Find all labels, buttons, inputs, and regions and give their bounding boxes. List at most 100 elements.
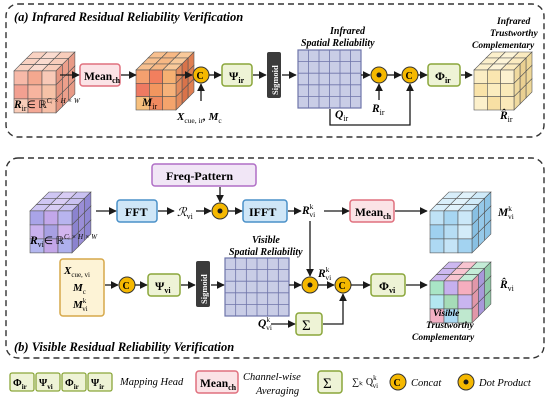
infrared-spatial-reliability-grid bbox=[297, 49, 362, 109]
cube-front-cell bbox=[149, 69, 163, 84]
svg-text:C: C bbox=[339, 281, 346, 292]
panel-b-title: (b) Visible Residual Reliability Verific… bbox=[14, 340, 234, 354]
ifft-block: IFFT bbox=[242, 199, 288, 223]
svg-text:Σ: Σ bbox=[302, 318, 311, 334]
svg-text:C: C bbox=[123, 281, 130, 292]
svg-text:Ψvi: Ψvi bbox=[155, 279, 171, 295]
cube-front-cell bbox=[443, 210, 459, 226]
vi-spatial-title-1: Visible bbox=[252, 235, 280, 246]
visible-spatial-reliability-grid bbox=[224, 257, 290, 317]
legend-mapping-text: Φir bbox=[65, 378, 79, 391]
cube-front-cell bbox=[135, 83, 150, 97]
svg-text:Sigmoid: Sigmoid bbox=[270, 65, 280, 95]
svg-text:Meanch: Meanch bbox=[84, 71, 121, 85]
legend-mapping-box bbox=[61, 372, 87, 392]
legend-concat-icon: C bbox=[389, 373, 407, 391]
cube-front-cell bbox=[487, 69, 501, 84]
panel-b-frame bbox=[5, 157, 545, 359]
svg-text:Sigmoid: Sigmoid bbox=[199, 274, 209, 304]
legend-mapping-head-items: Φir Ψvi Φir Ψir bbox=[9, 372, 113, 392]
ir-trust-title-3: Complementary bbox=[472, 41, 535, 51]
cube-front-cell bbox=[457, 238, 473, 254]
cube-front-cell bbox=[41, 98, 57, 114]
visible-input-label: Rvi∈ ℝCᵢ × H × W bbox=[29, 233, 98, 249]
ir-spatial-title-2: Spatial Reliability bbox=[301, 38, 375, 49]
cube-front-cell bbox=[29, 210, 45, 226]
svg-text:Meanch: Meanch bbox=[200, 378, 237, 392]
concat-node-ir: C bbox=[192, 66, 210, 84]
fft-block: FFT bbox=[116, 199, 158, 223]
legend-mapping-item: Ψvi bbox=[35, 372, 61, 392]
svg-text:Mc: Mc bbox=[72, 282, 86, 296]
legend-mean-desc-2: Averaging bbox=[255, 386, 299, 397]
sigmoid-block-ir: Sigmoid bbox=[267, 52, 281, 98]
legend-mapping-text: Φir bbox=[13, 378, 27, 391]
vi-spatial-title-2: Spatial Reliability bbox=[229, 247, 303, 258]
legend-dot-icon bbox=[457, 373, 475, 391]
cube-front-cell bbox=[443, 280, 459, 296]
calr-vi-label: ℛvi bbox=[177, 205, 194, 221]
cube-front-cell bbox=[457, 224, 473, 240]
ir-spatial-title-1: Infrared bbox=[329, 26, 366, 37]
visible-trustworthy-cube bbox=[429, 261, 492, 324]
legend-mapping-box bbox=[87, 372, 113, 392]
cube-front-cell bbox=[500, 83, 515, 97]
cube-front-cell bbox=[149, 83, 163, 97]
svg-text:Σ: Σ bbox=[323, 376, 332, 392]
dot-product-node-freq bbox=[211, 202, 229, 220]
phi-ir-block: Φir bbox=[427, 63, 461, 87]
cube-front-cell bbox=[457, 210, 473, 226]
psi-vi-block: Ψvi bbox=[147, 273, 181, 297]
concat-node-ir-2: C bbox=[401, 66, 419, 84]
cube-front-cell bbox=[13, 84, 29, 100]
legend-mapping-item: Φir bbox=[61, 372, 87, 392]
vi-trust-title-2: Trustworthy bbox=[426, 321, 474, 331]
cube-front-cell bbox=[500, 96, 515, 111]
rhat-vi-label: R̂vi bbox=[499, 277, 515, 293]
xcue-ir-label: Xcue, ir, Mc bbox=[176, 111, 222, 125]
cube-front-cell bbox=[443, 224, 459, 240]
phi-vi-block: Φvi bbox=[370, 273, 406, 297]
cube-front-cell bbox=[162, 83, 177, 97]
legend-mean-desc-1: Channel-wise bbox=[243, 372, 301, 383]
cube-front-cell bbox=[487, 96, 501, 111]
panel-a-title: (a) Infrared Residual Reliability Verifi… bbox=[14, 10, 243, 24]
svg-text:FFT: FFT bbox=[125, 205, 148, 219]
cube-front-cell bbox=[57, 238, 73, 254]
q-ir-label: Qir bbox=[335, 109, 349, 123]
psi-ir-block: Ψir bbox=[221, 63, 253, 87]
cube-front-cell bbox=[473, 96, 488, 111]
cube-front-cell bbox=[41, 70, 57, 86]
infrared-trustworthy-cube bbox=[473, 51, 533, 111]
svg-text:C: C bbox=[394, 378, 401, 389]
cube-front-cell bbox=[429, 280, 445, 296]
cube-front-cell bbox=[457, 308, 473, 324]
svg-text:Ψir: Ψir bbox=[229, 69, 245, 85]
rhat-ir-label: R̂ir bbox=[499, 108, 513, 124]
legend-mapping-item: Ψir bbox=[87, 372, 113, 392]
legend-mapping-text: Ψir bbox=[91, 378, 104, 391]
legend-mapping-item: Φir bbox=[9, 372, 35, 392]
freq-pattern-block: Freq-Pattern bbox=[151, 163, 257, 187]
r-ir-label: Rir bbox=[371, 103, 385, 117]
svg-text:Freq-Pattern: Freq-Pattern bbox=[166, 169, 233, 183]
cube-front-cell bbox=[162, 69, 177, 84]
cube-front-cell bbox=[473, 69, 488, 84]
ir-trust-title-1: Infrared bbox=[496, 17, 531, 27]
cube-front-cell bbox=[57, 210, 73, 226]
cube-front-cell bbox=[429, 294, 445, 310]
cube-front-cell bbox=[135, 69, 150, 84]
ir-trust-title-2: Trustworthy bbox=[490, 29, 538, 39]
svg-text:IFFT: IFFT bbox=[249, 205, 276, 219]
cube-front-cell bbox=[443, 294, 459, 310]
concat-node-vi: C bbox=[118, 276, 136, 294]
